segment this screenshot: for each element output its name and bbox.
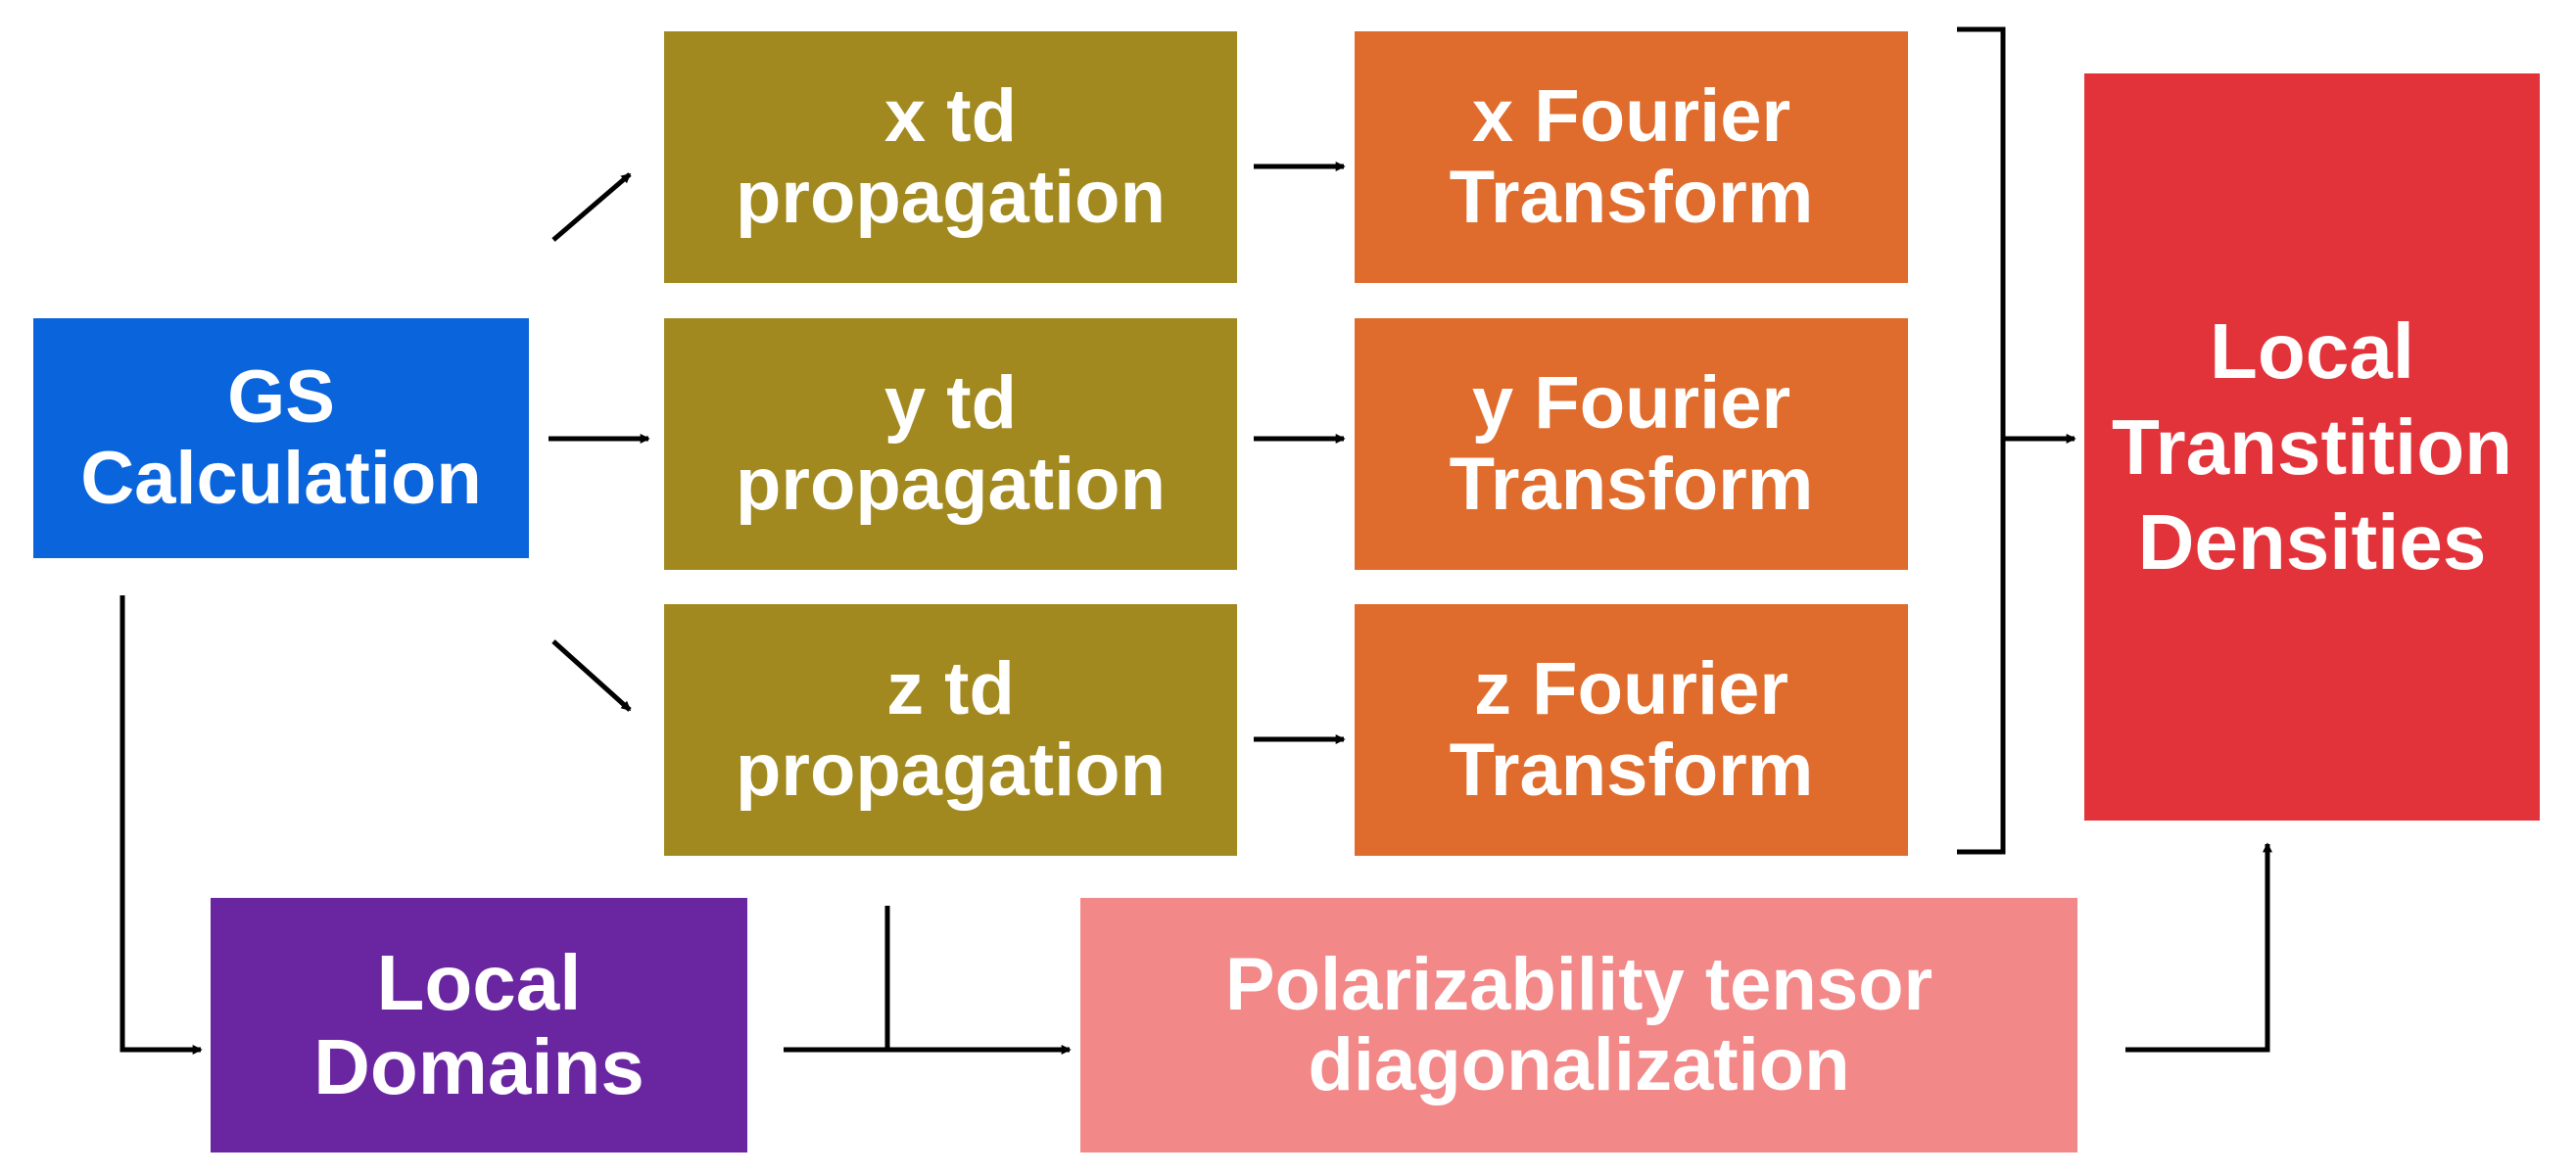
y-ft-line2: Transform [1449, 442, 1814, 526]
x-fourier-transform-box: x Fourier Transform [1355, 31, 1908, 283]
local-transition-densities-box: Local Transtition Densities [2084, 73, 2540, 821]
x-ft-line2: Transform [1449, 155, 1814, 239]
y-td-propagation-box: y td propagation [664, 318, 1237, 570]
y-prop-line2: propagation [735, 442, 1167, 526]
gs-calculation-box: GS Calculation [33, 318, 529, 558]
ltd-line1: Local [2210, 307, 2414, 396]
z-ft-line1: z Fourier [1474, 647, 1789, 731]
gs-line1: GS [227, 355, 335, 440]
x-ft-line1: x Fourier [1471, 74, 1791, 159]
gs-line2: Calculation [80, 436, 482, 520]
polarizability-tensor-box: Polarizability tensor diagonalization [1080, 898, 2077, 1152]
pol-line1: Polarizability tensor [1224, 942, 1933, 1026]
arrow-pol-to-ltd [2125, 842, 2272, 1053]
arrow-gs-to-x [551, 172, 632, 242]
z-ft-line2: Transform [1449, 728, 1814, 812]
ltd-line3: Densities [2137, 498, 2487, 587]
x-td-propagation-box: x td propagation [664, 31, 1237, 283]
z-td-propagation-box: z td propagation [664, 604, 1237, 856]
z-prop-line1: z td [886, 647, 1015, 731]
y-ft-line1: y Fourier [1471, 361, 1791, 446]
y-prop-line1: y td [883, 361, 1018, 446]
ld-line1: Local [376, 938, 582, 1026]
pol-line2: diagonalization [1308, 1023, 1850, 1106]
x-prop-line2: propagation [735, 155, 1167, 239]
bracket [1957, 26, 2006, 855]
ltd-line2: Transtition [2112, 402, 2512, 491]
z-fourier-transform-box: z Fourier Transform [1355, 604, 1908, 856]
arrow-gs-to-z [551, 639, 632, 712]
ld-line2: Domains [313, 1023, 644, 1110]
x-prop-line1: x td [883, 74, 1018, 159]
z-prop-line2: propagation [735, 728, 1167, 812]
local-domains-box: Local Domains [211, 898, 747, 1152]
y-fourier-transform-box: y Fourier Transform [1355, 318, 1908, 570]
arrow-gs-to-local-domains [119, 595, 203, 1055]
